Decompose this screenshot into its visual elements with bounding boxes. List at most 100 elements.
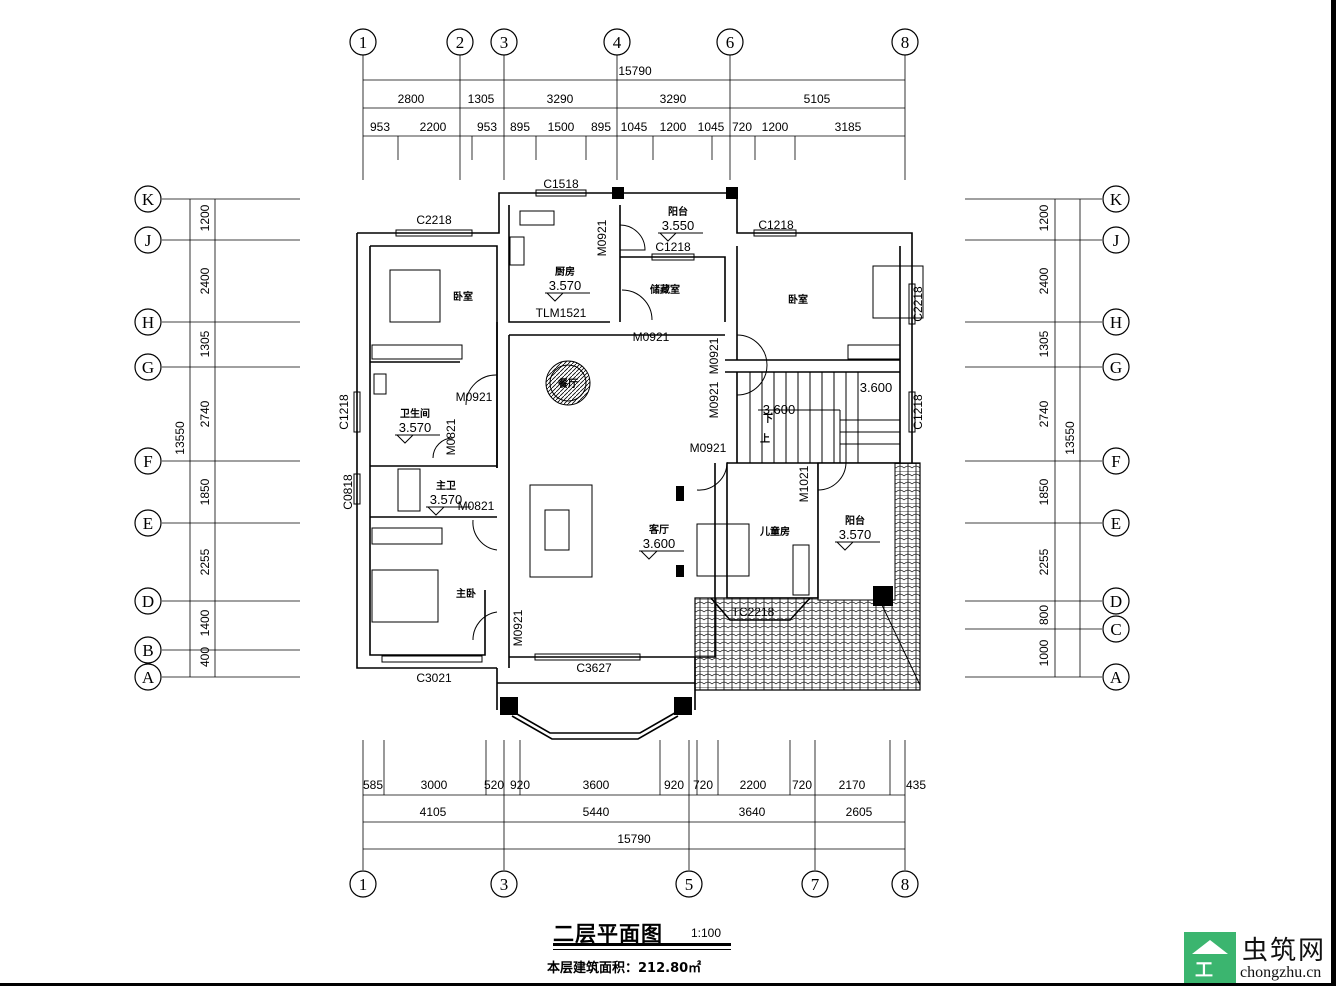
dim-top-row3: 2200 (420, 120, 447, 134)
dim-bottom-row1: 585 (363, 778, 383, 792)
room-name: 卧室 (788, 293, 808, 306)
axis-left-J: J (134, 226, 162, 254)
dim-bottom-total: 15790 (617, 832, 651, 846)
axis-label: E (143, 514, 153, 533)
dim-left: 2255 (198, 548, 212, 575)
axis-label: B (142, 641, 153, 660)
stair-elevation-upper: 3.600 (860, 380, 893, 395)
axis-right-J: J (1102, 226, 1130, 254)
dim-left: 1850 (198, 478, 212, 505)
dim-bottom-row1: 720 (693, 778, 713, 792)
axis-bottom-8: 8 (891, 870, 919, 898)
axis-top-4: 4 (603, 28, 631, 56)
opening-label: TC2218 (732, 605, 775, 619)
dim-right: 1850 (1037, 478, 1051, 505)
axis-bottom-1: 1 (349, 870, 377, 898)
dim-bottom-row1: 3600 (583, 778, 610, 792)
dim-bottom-row1: 920 (510, 778, 530, 792)
axis-right-H: H (1102, 308, 1130, 336)
axis-label: 1 (359, 33, 368, 52)
axis-label: 5 (685, 875, 694, 894)
axis-right-F: F (1102, 447, 1130, 475)
dim-top-row3: 1200 (660, 120, 687, 134)
watermark-name: 虫筑网 (1242, 936, 1327, 966)
axis-left-E: E (134, 509, 162, 537)
logo-glyph-icon: 工 (1195, 960, 1213, 981)
opening-label: M0821 (444, 418, 458, 455)
watermark-url: chongzhu.cn (1240, 964, 1322, 981)
axis-top-6: 6 (716, 28, 744, 56)
axis-label: 8 (901, 875, 910, 894)
opening-label: M0921 (707, 337, 721, 374)
elevation-mark: 3.570 (430, 492, 463, 507)
axis-right-A: A (1102, 663, 1130, 691)
house-icon (1192, 940, 1228, 954)
dim-bottom-row2: 3640 (739, 805, 766, 819)
room-name: 阳台 (668, 205, 688, 218)
elevation-triangle-icon (395, 434, 440, 444)
dim-top-row3: 1045 (621, 120, 648, 134)
dim-top-row3: 895 (591, 120, 611, 134)
dim-left: 2400 (198, 267, 212, 294)
elevation-mark: 3.550 (662, 218, 695, 233)
dim-right: 800 (1037, 605, 1051, 625)
dim-bottom-row1: 2200 (740, 778, 767, 792)
axis-label: 3 (500, 875, 509, 894)
opening-label: C2218 (416, 213, 452, 227)
dim-bottom-row1: 435 (906, 778, 926, 792)
room-name: 阳台 (845, 514, 865, 527)
axis-right-K: K (1102, 185, 1130, 213)
dim-left: 2740 (198, 400, 212, 427)
opening-label: C1218 (655, 240, 691, 254)
dim-left: 1200 (198, 204, 212, 231)
opening-label: C1218 (911, 394, 925, 430)
axis-right-G: G (1102, 353, 1130, 381)
dimension-lines (189, 79, 1081, 850)
axis-left-F: F (134, 447, 162, 475)
axis-label: 3 (500, 33, 509, 52)
floor-area-label: 本层建筑面积：212.80㎡ (547, 961, 702, 976)
axis-label: 8 (901, 33, 910, 52)
axis-label: J (145, 231, 152, 250)
dim-bottom-row1: 3000 (421, 778, 448, 792)
dim-bottom-row1: 920 (664, 778, 684, 792)
dim-bottom-row1: 720 (792, 778, 812, 792)
axis-top-8: 8 (891, 28, 919, 56)
dim-top-row2: 3290 (660, 92, 687, 106)
opening-label: C1518 (543, 177, 579, 191)
room-name: 餐厅 (557, 377, 578, 390)
elevation-triangle-icon (426, 506, 471, 516)
axis-bottom-3: 3 (490, 870, 518, 898)
opening-label: M0921 (511, 609, 525, 646)
stair-down-label: 下 (763, 413, 773, 425)
axis-label: C (1110, 620, 1121, 639)
axis-grid-lines (162, 55, 1102, 870)
elevation-mark: 3.570 (549, 278, 582, 293)
dim-right: 1305 (1037, 330, 1051, 357)
dim-right: 1000 (1037, 639, 1051, 666)
axis-label: E (1111, 514, 1121, 533)
dim-left: 400 (198, 647, 212, 667)
dim-left: 1400 (198, 609, 212, 636)
doors (432, 224, 847, 641)
axis-top-2: 2 (446, 28, 474, 56)
stair-up-label: 上 (760, 432, 770, 445)
drawing-title: 二层平面图 (553, 922, 663, 946)
frame-border-right (1331, 0, 1336, 986)
room-name: 储藏室 (649, 283, 680, 296)
room-name: 卧室 (453, 290, 473, 303)
axis-bottom-5: 5 (675, 870, 703, 898)
dim-top-row2: 5105 (804, 92, 831, 106)
opening-label: M0921 (707, 381, 721, 418)
dim-top-row3: 953 (370, 120, 390, 134)
opening-label: C2218 (911, 286, 925, 322)
furniture (371, 210, 924, 623)
dim-bottom-row2: 4105 (420, 805, 447, 819)
dim-top-row3: 1500 (548, 120, 575, 134)
room-name: 主卧 (456, 587, 476, 600)
axis-label: J (1113, 231, 1120, 250)
opening-label: M0921 (456, 390, 493, 404)
axis-right-C: C (1102, 615, 1130, 643)
axis-label: F (143, 452, 152, 471)
axis-label: K (1110, 190, 1123, 209)
